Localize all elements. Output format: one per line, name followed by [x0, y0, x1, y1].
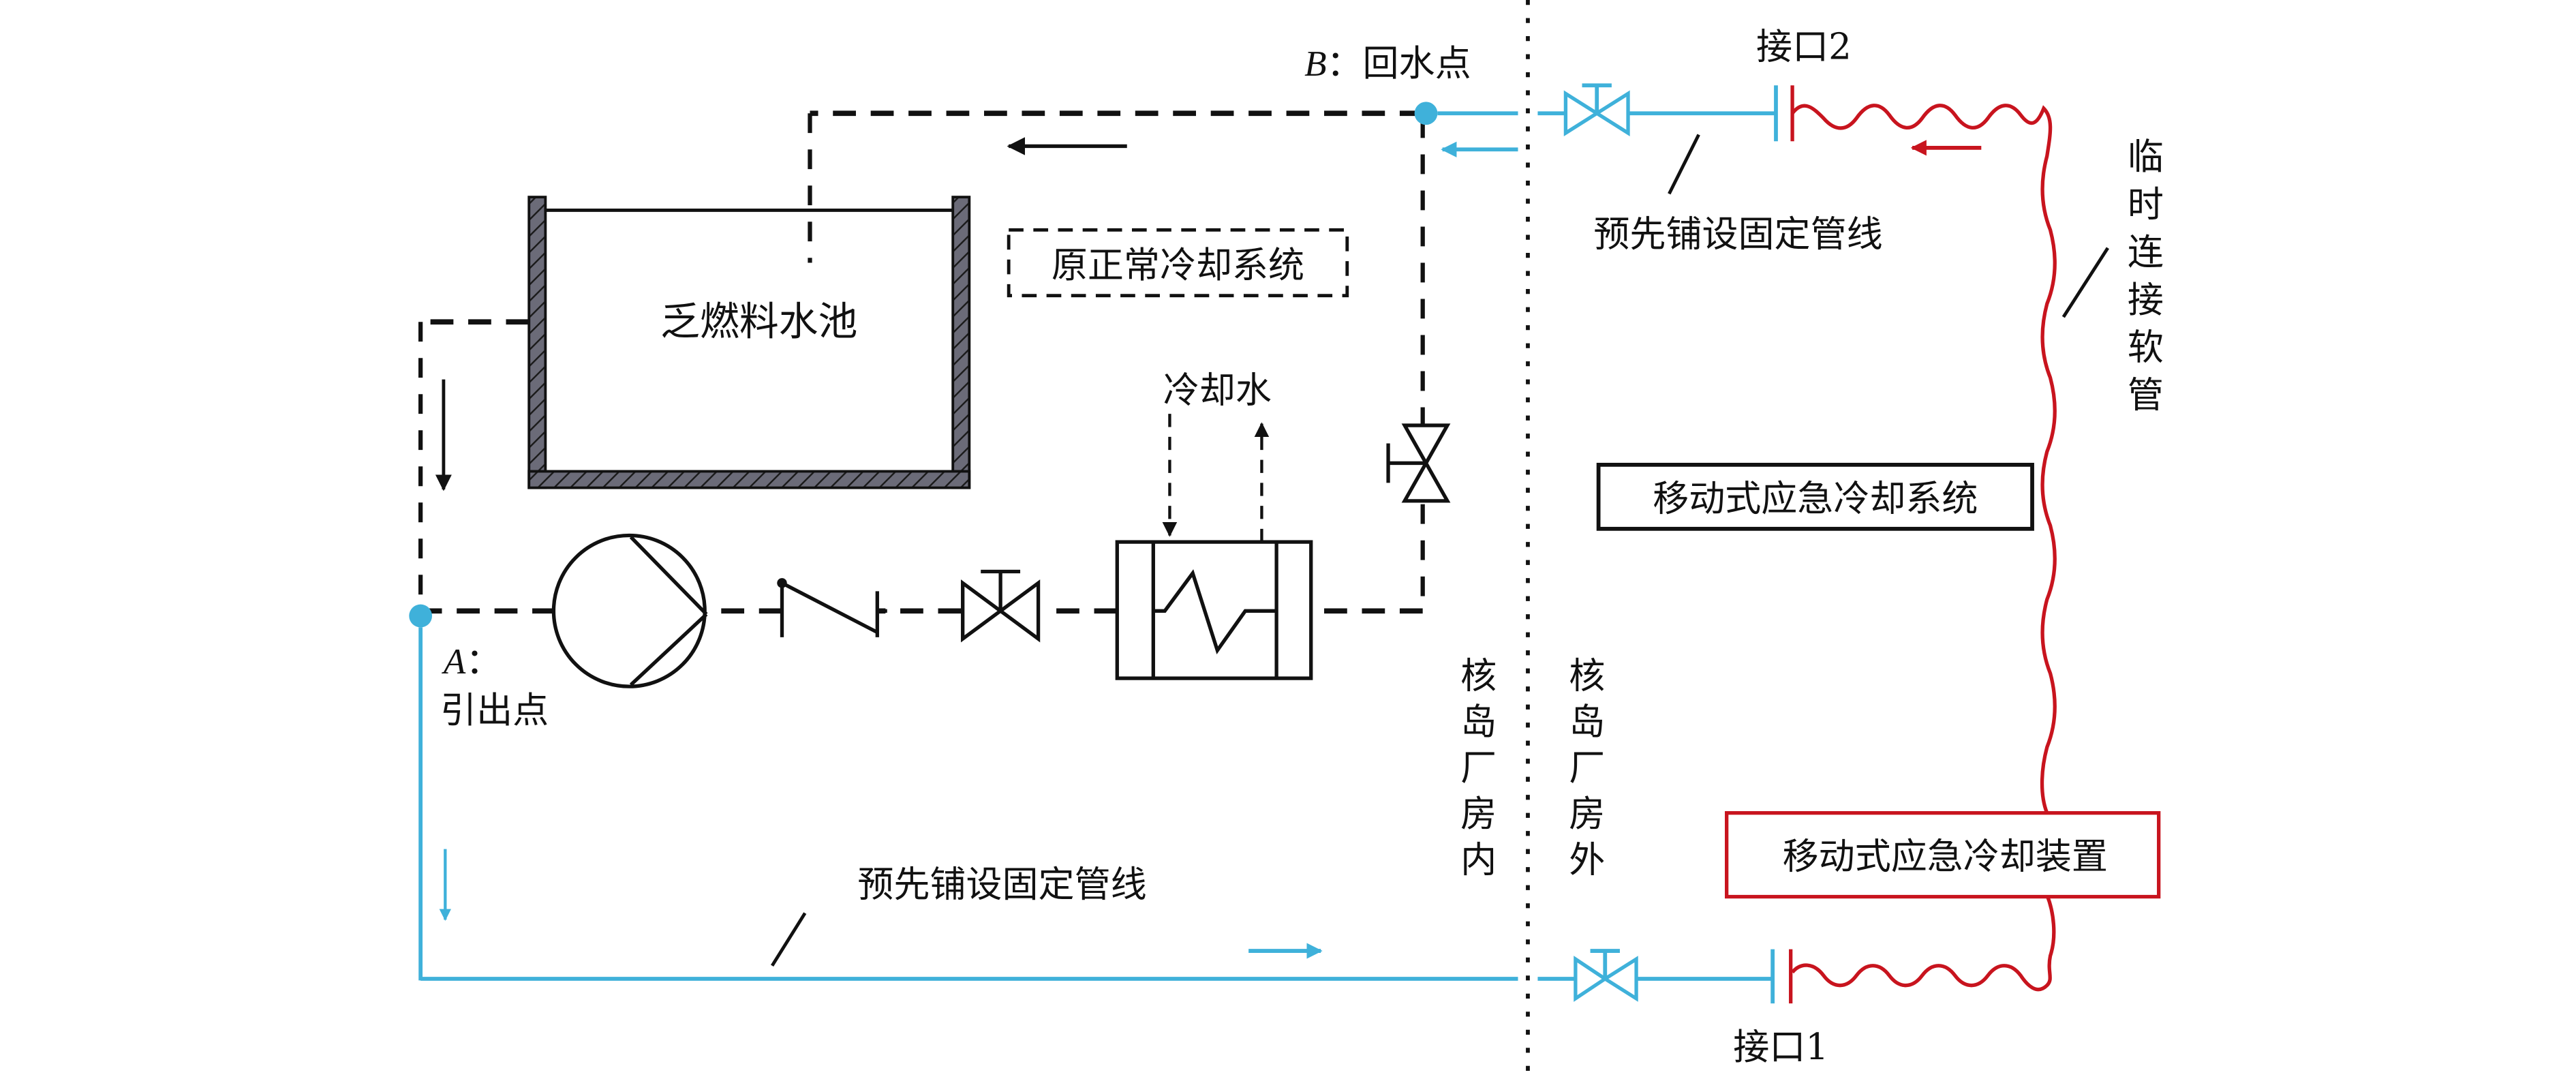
outdoor-valve-top-icon: [1563, 83, 1630, 136]
svg-text:管: 管: [2128, 374, 2164, 416]
leader-temp-hose: [2061, 247, 2109, 318]
point-b-node: [1414, 102, 1438, 125]
svg-text:软: 软: [2128, 326, 2164, 369]
mobile-system-box: 移动式应急冷却系统: [1596, 462, 2034, 531]
fixed-pipeline-bottom: [418, 627, 1773, 981]
leader-fixed-pipeline-top: [1668, 134, 1700, 195]
interface-1-label: 接口1: [1733, 1026, 1828, 1068]
original-cooling-loop: [418, 110, 1425, 614]
pool-wall-right: [951, 196, 971, 489]
interface-1-flange: [1770, 949, 1793, 1004]
svg-text:岛: 岛: [1460, 701, 1497, 743]
temporary-hose-bottom: [1791, 894, 2056, 992]
outside-building-label: 核 岛 厂 房 外: [1569, 655, 1605, 881]
svg-text:临: 临: [2128, 136, 2164, 178]
point-a-label: 引出点: [440, 689, 549, 731]
temporary-hose: [1790, 104, 2057, 814]
interface-2-label: 接口2: [1756, 26, 1852, 68]
svg-text:核: 核: [1460, 655, 1497, 697]
svg-text:时: 时: [2128, 183, 2164, 226]
inside-building-label: 核 岛 厂 房 内: [1460, 655, 1497, 881]
check-valve-icon: [777, 578, 887, 637]
svg-text:房: 房: [1569, 793, 1605, 835]
mobile-device-label: 移动式应急冷却装置: [1783, 836, 2108, 878]
original-system-box: 原正常冷却系统: [1007, 228, 1349, 298]
return-valve-icon: [1386, 423, 1451, 503]
interface-2-flange: [1774, 85, 1794, 142]
fixed-pipeline-bottom-label: 预先铺设固定管线: [857, 864, 1146, 906]
pool-wall-bottom: [527, 470, 971, 489]
fixed-pipeline-top-label: 预先铺设固定管线: [1593, 213, 1882, 255]
point-a-node: [409, 604, 433, 628]
mobile-system-label: 移动式应急冷却系统: [1653, 477, 1978, 519]
svg-text:核: 核: [1569, 655, 1605, 697]
mobile-device-box: 移动式应急冷却装置: [1725, 811, 2161, 899]
original-system-label: 原正常冷却系统: [1052, 244, 1304, 286]
pool-wall-left: [527, 196, 547, 489]
svg-text:厂: 厂: [1460, 746, 1497, 789]
svg-text:连: 连: [2128, 231, 2164, 273]
gate-valve-icon: [961, 569, 1041, 643]
svg-text:接: 接: [2128, 279, 2164, 321]
cooling-water-label: 冷却水: [1163, 369, 1272, 411]
svg-text:岛: 岛: [1569, 701, 1605, 743]
svg-text:内: 内: [1460, 838, 1497, 881]
outdoor-valve-bottom-icon: [1574, 949, 1638, 1002]
pump-icon: [551, 533, 708, 688]
point-b-label: B：回水点: [1304, 42, 1471, 85]
svg-text:厂: 厂: [1569, 746, 1605, 789]
point-a-letter: A：: [442, 640, 502, 682]
leader-fixed-pipeline-bottom: [770, 912, 807, 967]
svg-text:外: 外: [1569, 838, 1605, 881]
svg-text:房: 房: [1460, 793, 1497, 835]
pool-label: 乏燃料水池: [660, 299, 857, 345]
heat-exchanger-icon: [1115, 540, 1313, 680]
spent-fuel-pool: 乏燃料水池: [527, 196, 971, 489]
temp-hose-label: 临 时 连 接 软 管: [2128, 136, 2164, 416]
